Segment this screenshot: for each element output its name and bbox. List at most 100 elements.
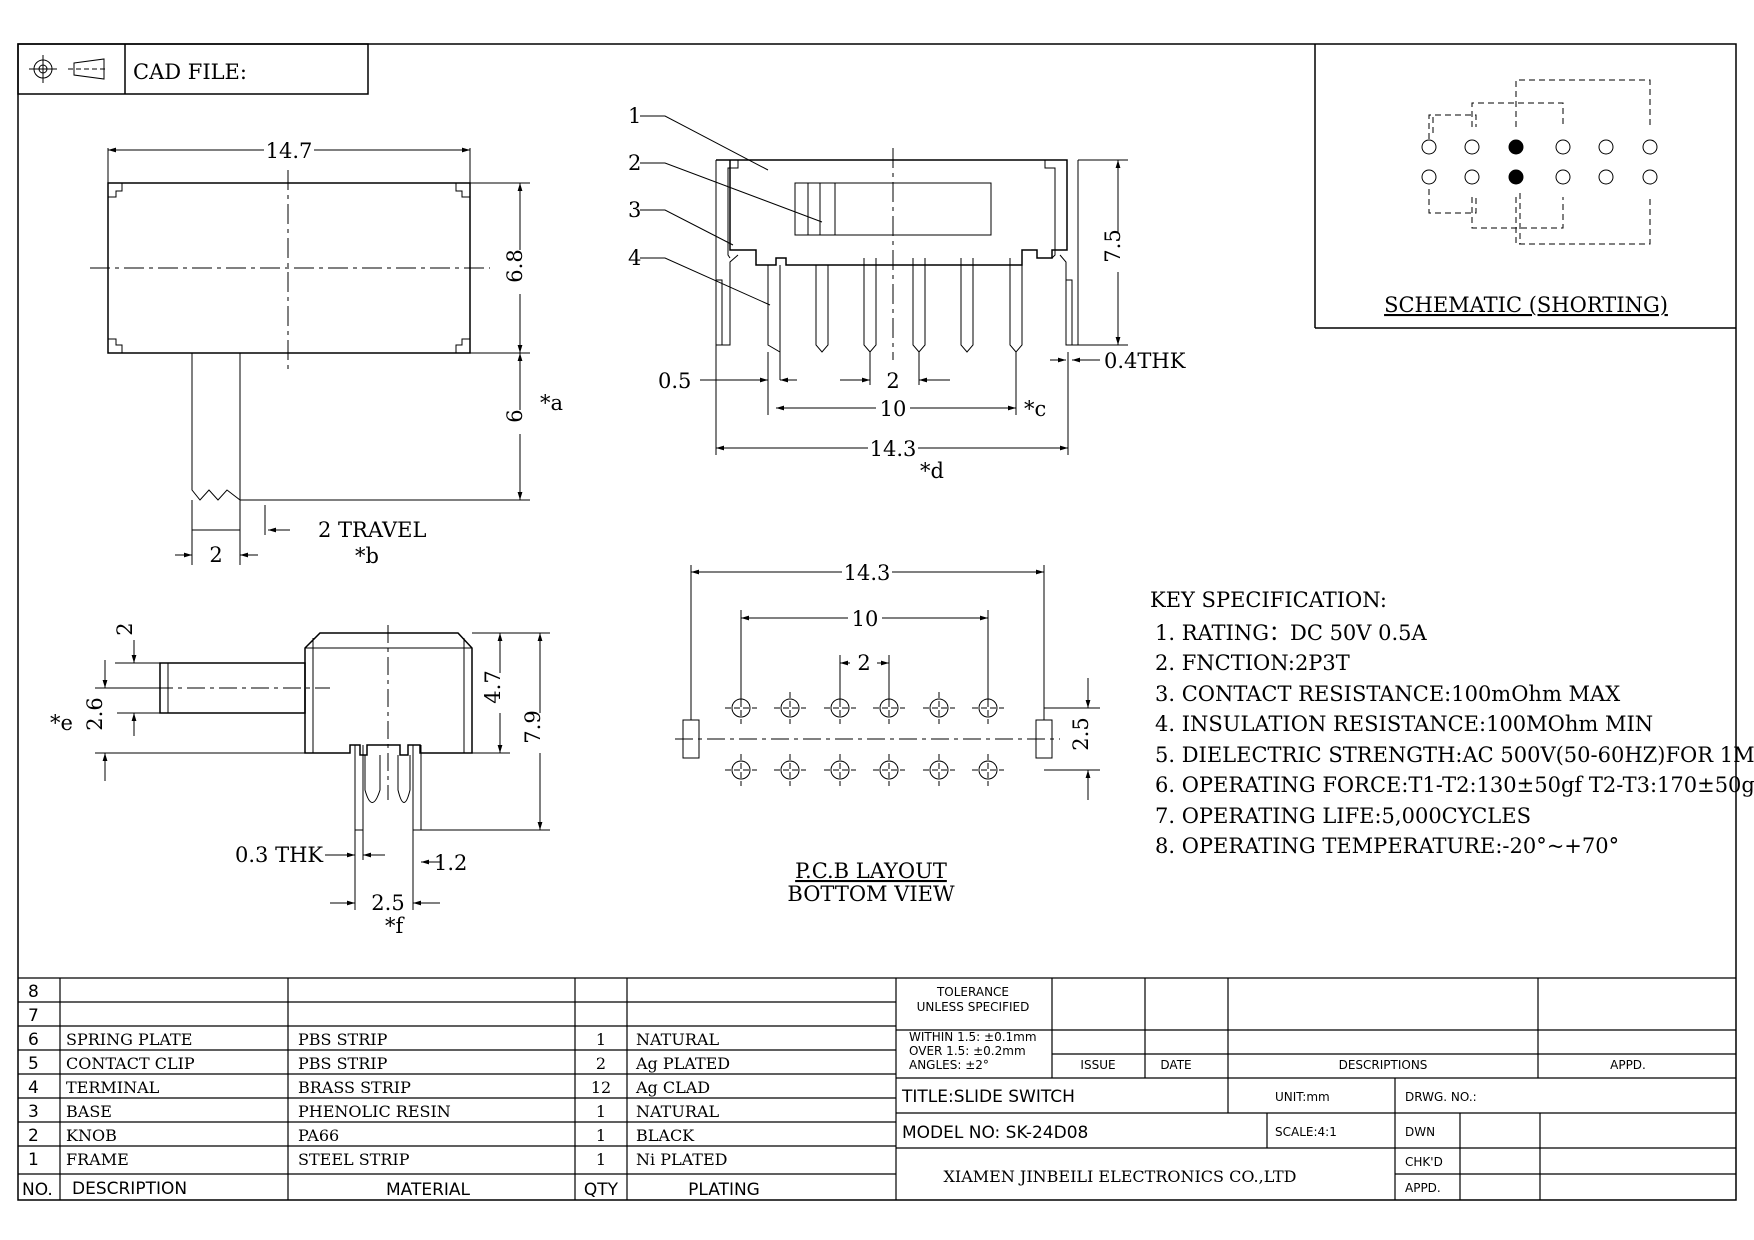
- spec-item: 7. OPERATING LIFE:5,000CYCLES: [1155, 804, 1531, 828]
- note-a: *a: [540, 391, 563, 415]
- dim-knob: 2: [113, 622, 137, 635]
- bom-header-qty: QTY: [584, 1180, 619, 1200]
- bom-cell-no: 2: [28, 1126, 39, 1146]
- bom-cell-plating: NATURAL: [636, 1102, 719, 1121]
- unit-label: UNIT:mm: [1275, 1090, 1330, 1104]
- scale-label: SCALE:4:1: [1275, 1125, 1337, 1139]
- bom-cell-qty: 1: [596, 1030, 606, 1049]
- bom-cell-qty: 1: [596, 1126, 606, 1145]
- bom-cell-no: 6: [28, 1030, 39, 1050]
- bom-cell-no: 8: [28, 982, 39, 1002]
- front-view: [640, 115, 1128, 455]
- dim-side-thk: 0.3 THK: [235, 843, 323, 867]
- chkd-label: CHK'D: [1405, 1155, 1443, 1169]
- drawing-title: TITLE:SLIDE SWITCH: [901, 1087, 1075, 1107]
- bom-cell-qty: 12: [591, 1078, 611, 1097]
- dim-front-total: 14.3: [870, 437, 917, 461]
- dim-side-body: 4.7: [481, 670, 505, 703]
- schematic-pins: [1421, 139, 1658, 185]
- tolerance-angles: ANGLES: ±2°: [909, 1058, 989, 1072]
- company-name: XIAMEN JINBEILI ELECTRONICS CO.,LTD: [943, 1167, 1296, 1186]
- bom-cell-no: 5: [28, 1054, 39, 1074]
- schematic-pin: [1464, 169, 1480, 185]
- front-terminals: [767, 258, 1023, 353]
- dim-top-width: 14.7: [266, 139, 313, 163]
- cad-file-label: CAD FILE:: [133, 60, 247, 84]
- pcb-layout: [675, 565, 1100, 800]
- tolerance-over: OVER 1.5: ±0.2mm: [909, 1044, 1026, 1058]
- descriptions-label: DESCRIPTIONS: [1339, 1058, 1428, 1072]
- bom-cell-no: 1: [28, 1150, 39, 1170]
- spec-item: 5. DIELECTRIC STRENGTH:AC 500V(50-60HZ)F…: [1155, 743, 1754, 767]
- schematic-pin: [1598, 169, 1614, 185]
- schematic-pin: [1642, 139, 1658, 155]
- date-label: DATE: [1160, 1058, 1191, 1072]
- cad-header: CAD FILE:: [17, 43, 369, 95]
- side-view-labels: 2 2.6 *e 4.7 7.9 0.3 THK 1.2 2.5 *f: [50, 622, 552, 938]
- bom-cell-description: SPRING PLATE: [66, 1030, 192, 1049]
- pcb-hole: [879, 760, 899, 780]
- schematic-pin: [1642, 169, 1658, 185]
- note-f: *f: [385, 914, 406, 938]
- note-e: *e: [50, 711, 73, 735]
- callout-1: 1: [628, 104, 641, 128]
- callout-3: 3: [628, 198, 641, 222]
- bom-cell-no: 4: [28, 1078, 39, 1098]
- front-view-labels: 1 2 3 4 7.5 0.5 2 0.4THK 10 *c 14.3 *d: [628, 104, 1186, 483]
- pcb-hole: [780, 698, 800, 718]
- pcb-hole: [731, 760, 751, 780]
- callout-4: 4: [628, 246, 641, 270]
- bom-cell-no: 3: [28, 1102, 39, 1122]
- bom-cell-description: FRAME: [66, 1150, 129, 1169]
- dim-front-thk: 0.4THK: [1104, 349, 1186, 373]
- pcb-hole: [830, 760, 850, 780]
- model-number: MODEL NO: SK-24D08: [902, 1123, 1088, 1143]
- bom-cell-description: KNOB: [66, 1126, 117, 1145]
- bom-header: NO. DESCRIPTION MATERIAL QTY PLATING: [22, 1179, 760, 1200]
- bom-header-material: MATERIAL: [386, 1180, 471, 1200]
- bom-cell-plating: Ag CLAD: [635, 1078, 710, 1097]
- bom-cell-material: PA66: [298, 1126, 339, 1145]
- bom-cell-material: PBS STRIP: [298, 1030, 388, 1049]
- schematic-pin: [1508, 169, 1524, 185]
- pcb-hole: [929, 698, 949, 718]
- pcb-layout-labels: 14.3 10 2 2.5 P.C.B LAYOUT BOTTOM VIEW: [787, 561, 1100, 906]
- bom-cell-material: STEEL STRIP: [298, 1150, 410, 1169]
- bom-cell-plating: NATURAL: [636, 1030, 719, 1049]
- bom-table: [18, 977, 1736, 1200]
- dim-side-tab: 1.2: [434, 851, 467, 875]
- dim-lever-width: 2: [209, 543, 222, 567]
- spec-item: 2. FNCTION:2P3T: [1155, 651, 1350, 675]
- pcb-subtitle: BOTTOM VIEW: [787, 882, 955, 906]
- note-c: *c: [1024, 397, 1046, 421]
- bom-cell-qty: 1: [596, 1102, 606, 1121]
- dim-pcb-total: 14.3: [844, 561, 891, 585]
- pcb-hole: [929, 760, 949, 780]
- spec-item: 6. OPERATING FORCE:T1-T2:130±50gf T2-T3:…: [1155, 773, 1754, 797]
- dim-front-span: 10: [880, 397, 907, 421]
- drwg-no-label: DRWG. NO.:: [1405, 1090, 1477, 1104]
- schematic-pin: [1555, 139, 1571, 155]
- spec-item: 8. OPERATING TEMPERATURE:-20°~+70°: [1155, 834, 1619, 858]
- side-view: [95, 625, 550, 910]
- dim-front-pitch: 2: [886, 369, 899, 393]
- bom-cell-material: PBS STRIP: [298, 1054, 388, 1073]
- bom-cell-plating: Ag PLATED: [635, 1054, 730, 1073]
- tolerance-within: WITHIN 1.5: ±0.1mm: [909, 1030, 1037, 1044]
- spec-item: 3. CONTACT RESISTANCE:100mOhm MAX: [1155, 682, 1620, 706]
- schematic-title: SCHEMATIC (SHORTING): [1384, 293, 1668, 317]
- dim-side-total: 7.9: [521, 710, 545, 743]
- bom-header-description: DESCRIPTION: [72, 1179, 187, 1199]
- schematic-pin: [1555, 169, 1571, 185]
- schematic: [1314, 44, 1736, 329]
- appd2-label: APPD.: [1405, 1181, 1441, 1195]
- bom-cell-plating: Ni PLATED: [636, 1150, 727, 1169]
- note-d: *d: [920, 459, 944, 483]
- issue-label: ISSUE: [1080, 1058, 1115, 1072]
- schematic-pin: [1421, 139, 1437, 155]
- appd-label: APPD.: [1610, 1058, 1646, 1072]
- tolerance-sub: UNLESS SPECIFIED: [917, 1000, 1030, 1014]
- top-view-labels: 14.7 6.8 6 *a 2 2 TRAVEL *b: [209, 138, 563, 568]
- callout-2: 2: [628, 151, 641, 175]
